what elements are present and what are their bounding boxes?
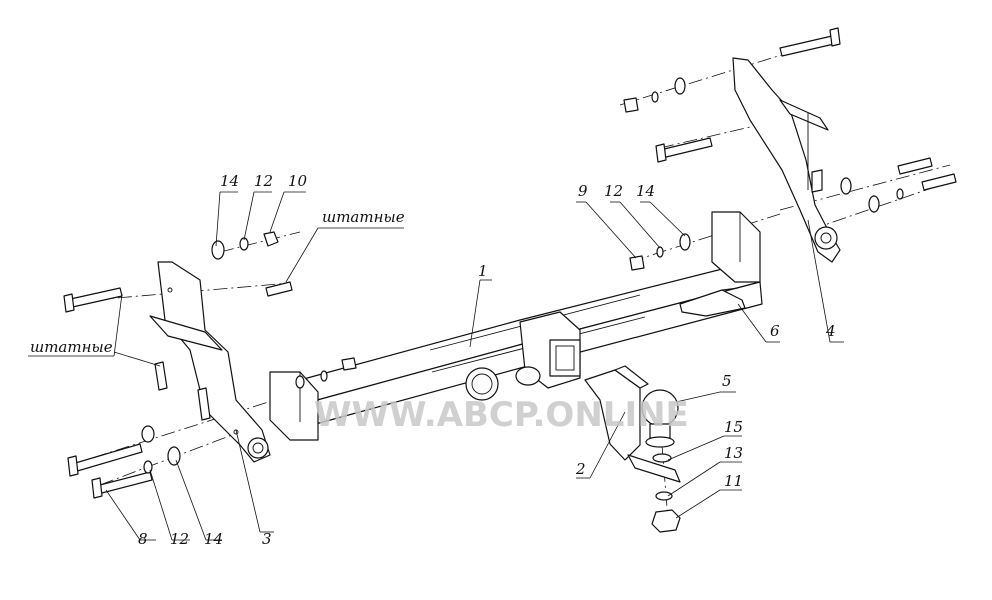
- crossbar-part-1: [269, 211, 763, 441]
- assembly-axes: [69, 39, 956, 521]
- callout-11: 11: [724, 472, 743, 490]
- word-labels: штатные штатные: [30, 208, 405, 356]
- washer-14-top: [211, 240, 225, 260]
- ball-fasteners: [651, 453, 681, 533]
- callout-2: 2: [575, 460, 586, 478]
- label-stock-top: штатные: [322, 208, 405, 226]
- watermark: WWW.ABCP.ONLINE: [314, 395, 689, 435]
- callout-12-bottom: 12: [170, 530, 189, 548]
- nut-10: [263, 231, 279, 247]
- nut-11: [651, 509, 681, 533]
- left-small-parts: [141, 231, 357, 474]
- socket-bracket-part-6: [679, 287, 746, 317]
- callout-12-left-top: 12: [254, 172, 273, 190]
- callout-10: 10: [288, 172, 308, 190]
- washer-14-bottom: [167, 446, 181, 466]
- callout-6: 6: [770, 322, 780, 340]
- washer-12-bottom: [143, 460, 153, 474]
- left-bracket-part-3: [149, 261, 271, 463]
- callout-8: 8: [138, 530, 148, 548]
- washer-15: [652, 453, 672, 463]
- left-bolts: [63, 281, 293, 499]
- ball-mount-part-2: [584, 365, 681, 483]
- nut-9: [629, 255, 645, 271]
- callout-numbers: 1 2 3 4 5 6 8 9 10 11 12 12 12 13 14 14 …: [138, 172, 836, 548]
- callout-14-right: 14: [636, 182, 655, 200]
- callout-1: 1: [478, 262, 488, 280]
- callout-3: 3: [262, 530, 272, 548]
- callout-15: 15: [724, 418, 743, 436]
- callout-4: 4: [825, 322, 836, 340]
- callout-12-right: 12: [604, 182, 623, 200]
- washer-13: [655, 491, 673, 501]
- callout-14-left-top: 14: [220, 172, 239, 190]
- callout-9: 9: [578, 182, 588, 200]
- label-stock-left: штатные: [30, 338, 113, 356]
- callout-14-bottom: 14: [204, 530, 223, 548]
- callout-5: 5: [722, 372, 732, 390]
- tow-ball-part-5: [641, 389, 679, 448]
- right-bracket-part-4: [732, 57, 841, 263]
- callout-13: 13: [724, 444, 743, 462]
- washer-12-right: [656, 246, 664, 258]
- leader-lines: [28, 191, 844, 541]
- washer-12-top: [239, 237, 249, 251]
- right-small-parts: [623, 27, 957, 271]
- stock-bolt-left: [154, 361, 168, 391]
- stock-bolt-top: [265, 281, 293, 297]
- washer-14-right: [679, 233, 691, 251]
